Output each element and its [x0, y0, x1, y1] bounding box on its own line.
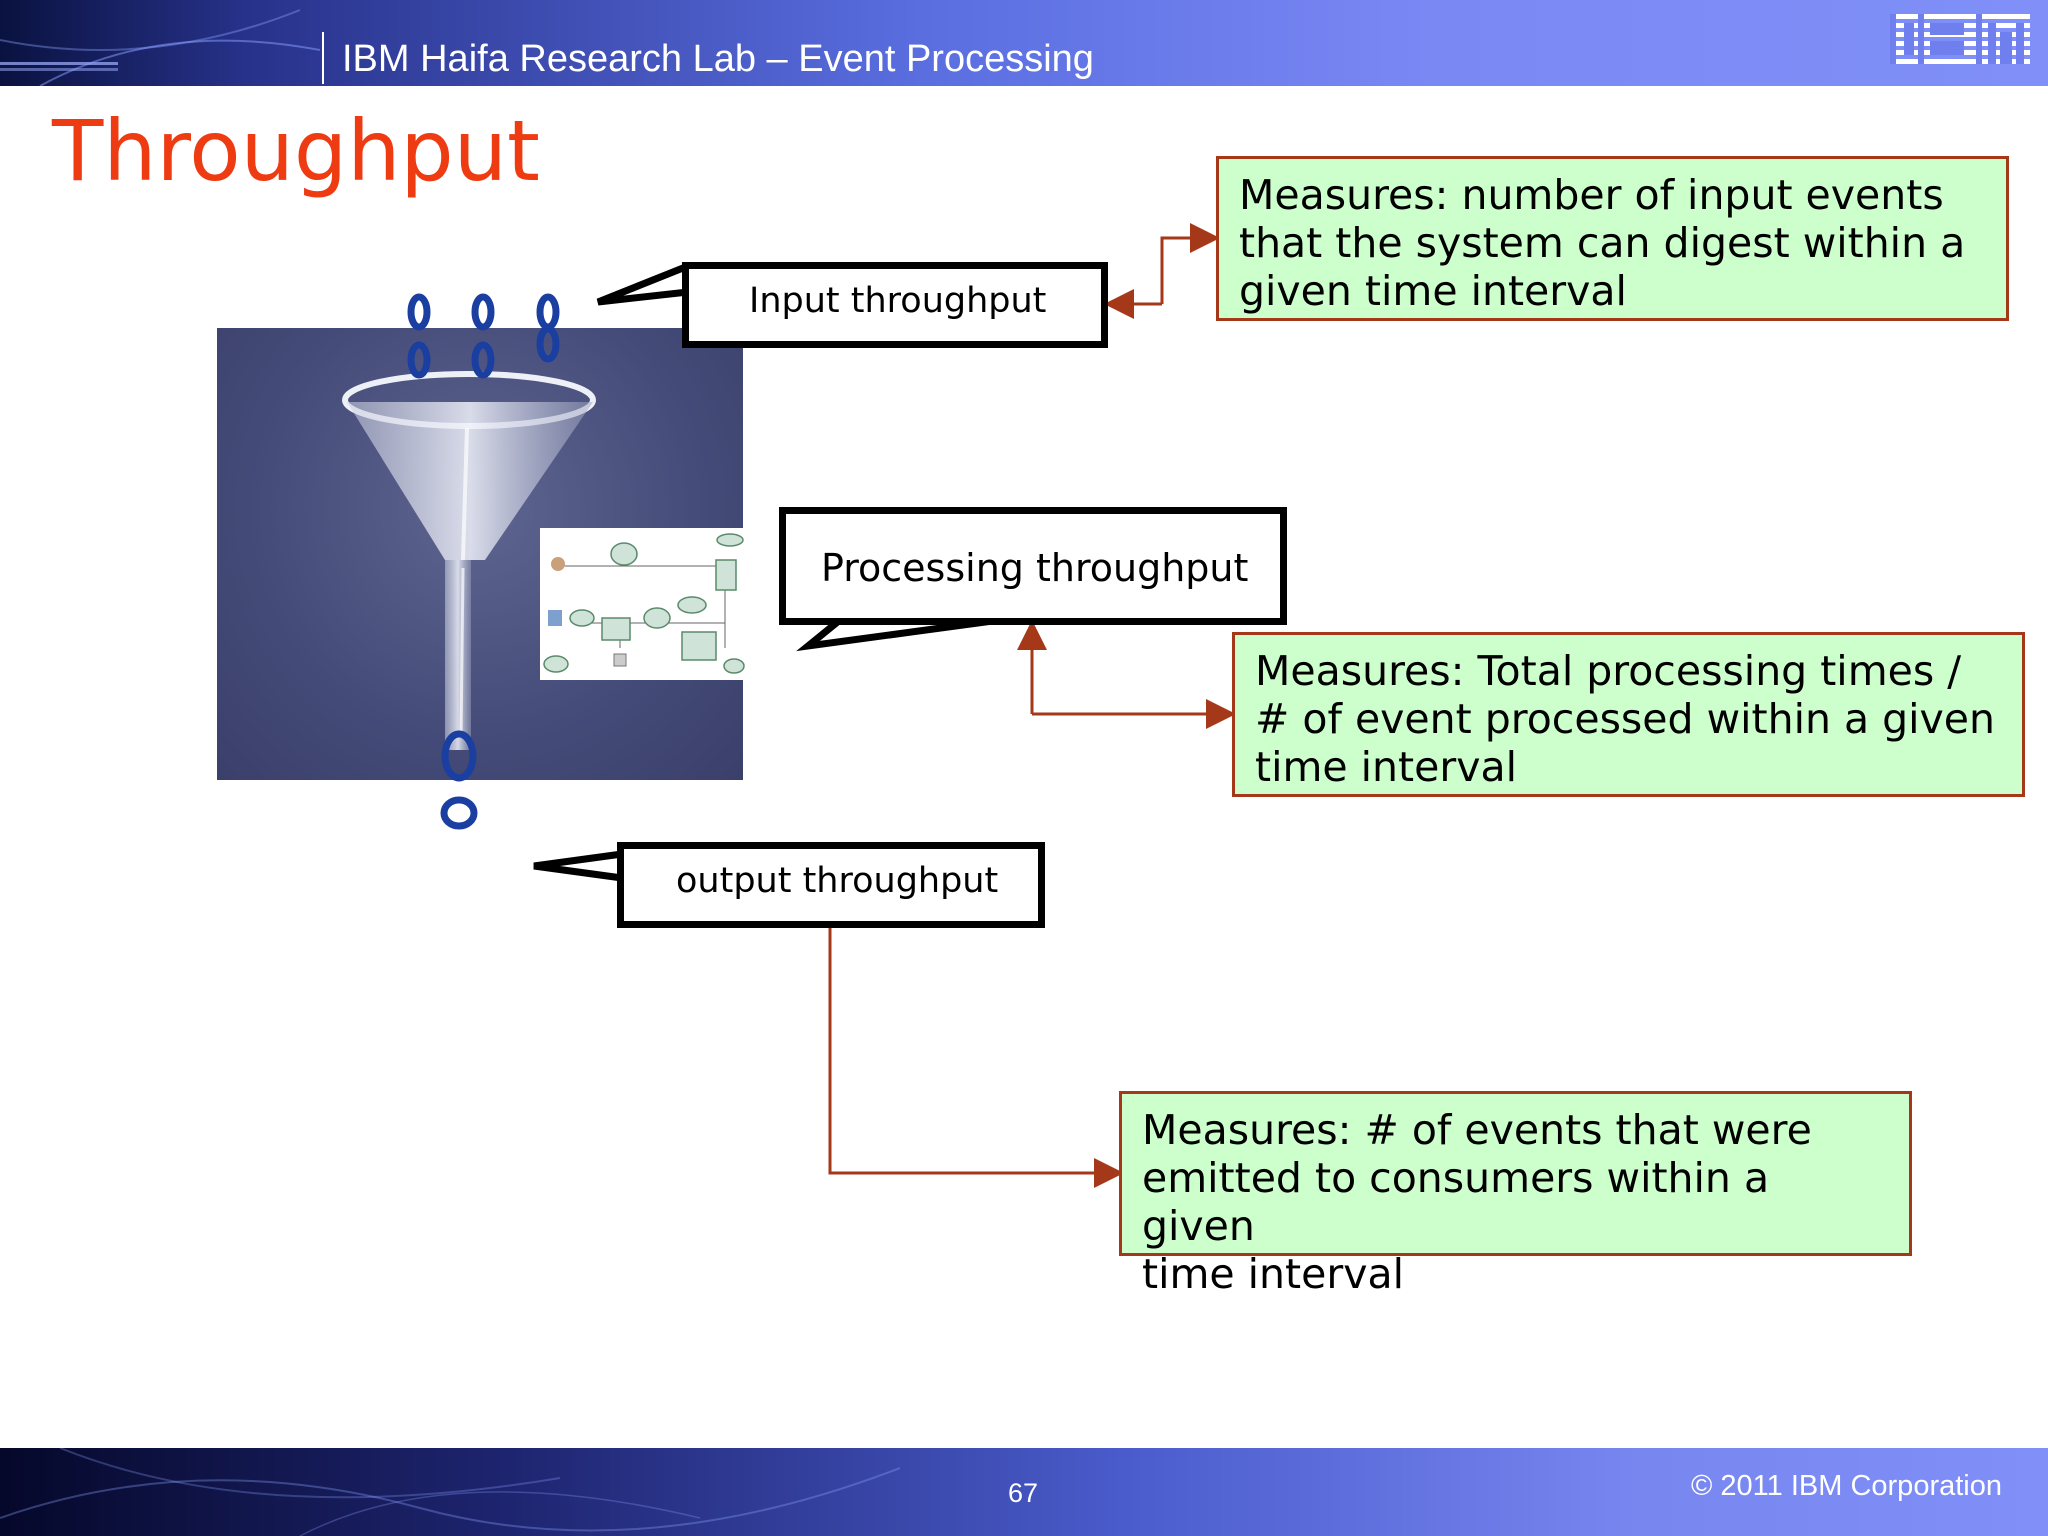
page-number: 67: [1008, 1478, 1039, 1508]
output-event-ring: [441, 730, 477, 782]
processing-callout-tail: [796, 616, 1001, 652]
input-event-ring: [471, 293, 495, 331]
output-callout-tail: [533, 850, 623, 882]
ibm-logo-icon: [1890, 14, 2030, 64]
input-throughput-label: Input throughput: [749, 281, 1047, 321]
output-event-ring: [440, 796, 478, 830]
flow-diagram-icon: [543, 533, 745, 674]
slide-title: Throughput: [52, 102, 540, 200]
event-flow-thumbnail: [540, 528, 746, 680]
input-event-ring: [471, 341, 495, 379]
note-line: time interval: [1255, 743, 1517, 791]
input-callout-tail: [596, 262, 690, 306]
input-throughput-note: Measures: number of input events that th…: [1216, 156, 2009, 321]
input-throughput-callout: Input throughput: [682, 262, 1108, 348]
note-line: time interval: [1142, 1250, 1404, 1298]
note-line: Measures: Total processing times /: [1255, 647, 1962, 695]
header-bar: IBM Haifa Research Lab – Event Processin…: [0, 0, 2048, 86]
processing-throughput-note: Measures: Total processing times / # of …: [1232, 632, 2025, 797]
processing-throughput-callout: Processing throughput: [779, 507, 1287, 625]
note-line: given time interval: [1239, 267, 1627, 315]
output-throughput-note: Measures: # of events that were emitted …: [1119, 1091, 1912, 1298]
processing-throughput-label: Processing throughput: [821, 546, 1249, 590]
note-line: that the system can digest within a: [1239, 219, 1966, 267]
header-title: IBM Haifa Research Lab – Event Processin…: [342, 38, 1094, 80]
funnel-icon: [342, 371, 596, 750]
note-line: Measures: # of events that were: [1142, 1106, 1812, 1154]
output-connector: [828, 924, 1124, 1188]
output-throughput-callout: output throughput: [617, 842, 1045, 928]
copyright-notice: © 2011 IBM Corporation: [1691, 1470, 2002, 1502]
note-line: emitted to consumers within a given: [1142, 1154, 1770, 1250]
input-event-ring: [407, 341, 431, 379]
note-line: # of event processed within a given: [1255, 695, 1996, 743]
footer-bar: 67 © 2011 IBM Corporation: [0, 1448, 2048, 1536]
footer-decoration: [0, 1448, 900, 1536]
output-throughput-label: output throughput: [676, 861, 999, 901]
note-line: Measures: number of input events: [1239, 171, 1944, 219]
header-decoration: [0, 9, 321, 86]
header-separator: [322, 32, 324, 84]
input-event-ring: [536, 325, 560, 363]
input-event-ring: [407, 293, 431, 331]
input-connector: [1160, 223, 1220, 304]
